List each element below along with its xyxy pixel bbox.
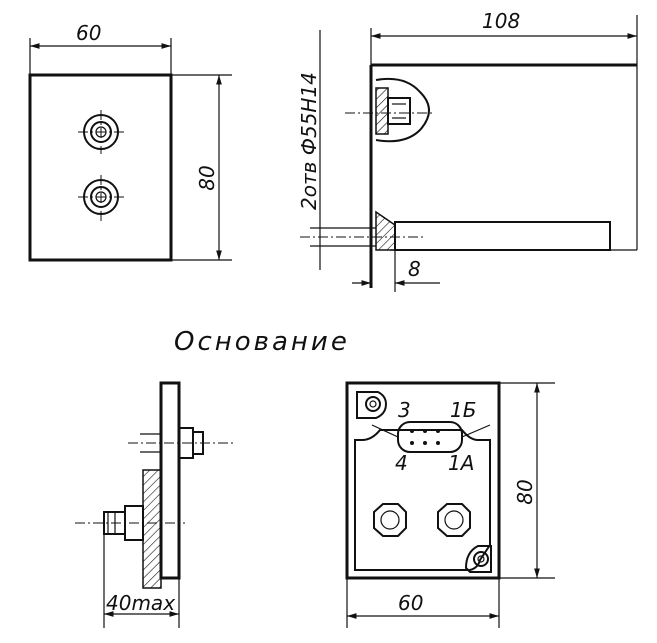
- side-lower-bushing: [300, 210, 425, 251]
- front-width-dim: 60: [76, 21, 101, 45]
- plan-width-dim: 60: [398, 591, 423, 615]
- terminal-label-1b: 1Б: [450, 398, 476, 422]
- terminal-label-4: 4: [395, 451, 408, 475]
- plan-height-dim: 80: [513, 479, 537, 504]
- front-view-top: 60 80: [28, 21, 232, 262]
- left-hex-nut: [373, 503, 407, 537]
- front-view-outline: [28, 73, 173, 262]
- side-view-top: 108 2отв Ф55Н14 8: [297, 9, 638, 292]
- side-length-dim: 108: [482, 9, 520, 33]
- drawing-title: Основание: [174, 327, 350, 357]
- depth-dim: 40max: [106, 591, 175, 615]
- terminal-connector: [371, 421, 491, 453]
- bottom-right-mount-hole: [464, 545, 492, 573]
- right-hex-nut: [437, 503, 471, 537]
- top-left-mount-hole: [356, 391, 388, 419]
- terminal-label-3: 3: [398, 398, 411, 422]
- upper-bushing: [78, 110, 126, 154]
- side-view-bottom: 40max: [75, 381, 235, 628]
- side-thickness-dim: 8: [408, 257, 421, 281]
- terminal-label-1a: 1А: [448, 451, 474, 475]
- front-height-dim: 80: [195, 165, 219, 190]
- lower-bushing: [78, 175, 126, 222]
- plan-view-bottom: 3 1Б 4 1А 80 60: [345, 381, 555, 628]
- holes-note: 2отв Ф55Н14: [297, 72, 321, 210]
- side-upper-bushing: [345, 77, 435, 143]
